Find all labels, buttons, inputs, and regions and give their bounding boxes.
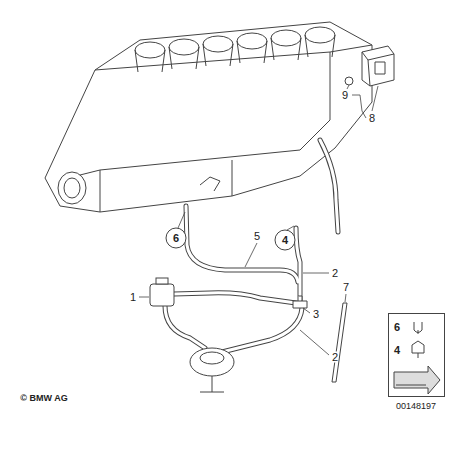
manifold-flange [100,160,232,212]
arrow-icon [394,366,440,394]
runner-dome [169,39,199,55]
bracket [362,46,394,86]
runner-dome [135,42,165,58]
bracket-face [362,52,394,86]
callout-number: 8 [369,113,375,124]
hose-valve-to-unit [165,306,205,348]
copyright-note: © BMW AG [20,394,67,403]
valve-connector [156,278,168,284]
leader-circ-4 [287,226,294,230]
runner-dome [305,27,335,43]
drawing-number: 00148197 [396,402,436,411]
callout-number: 5 [254,231,260,242]
callout-circle: 4 [274,229,296,251]
callout-number: 2 [332,352,338,363]
manifold-edge [60,45,372,180]
manifold-boss [200,177,220,191]
leader-2b [300,330,329,355]
intake-manifold [45,22,372,212]
runner-side [237,41,267,63]
leader-circ-6 [178,212,185,228]
leader-3 [303,308,310,313]
callout-number: 4 [282,235,288,246]
callout-number: 3 [313,309,319,320]
runner-side [305,35,335,57]
leader-5 [245,243,257,267]
throttle-bore [64,178,80,198]
runner-side [169,47,199,69]
runner-dome [237,33,267,49]
t-piece [293,296,307,308]
callout-number: 6 [173,233,179,244]
hose-2-upper [296,228,300,302]
throttle-opening [58,172,86,204]
leader-7 [345,294,346,302]
runner-side [203,44,233,66]
hose-from-valve [174,293,296,303]
callout-number: 9 [342,90,348,101]
valve [150,284,174,306]
callout-number: 6 [394,322,400,333]
vacuum-unit [190,348,234,376]
leader-8 [372,86,378,111]
bracket-slot [375,62,385,74]
clip-icon-6 [414,322,422,334]
arrow-icon-line [396,385,426,386]
runner-side [271,38,301,60]
runner-domes [135,27,335,72]
callout-circle: 6 [165,227,187,249]
vacuum-rod [200,376,224,392]
runner-dome [203,36,233,52]
callout-number: 2 [332,268,338,279]
runner-side [135,50,165,72]
nut [345,77,353,85]
rod [332,303,347,382]
runner-dome [271,30,301,46]
leader-1 [139,297,149,298]
hose-5 [186,206,298,282]
callout-number: 1 [130,292,136,303]
callout-number: 4 [394,345,400,356]
callout-number: 7 [343,282,349,293]
leader-9 [347,85,366,118]
intake-pipe [320,140,338,232]
vacuum-unit-cap [200,352,224,364]
hose-2-lower [222,308,302,352]
key-box: 64 [388,313,445,397]
leader-2a [303,273,329,274]
clip-icon-4 [412,341,424,358]
